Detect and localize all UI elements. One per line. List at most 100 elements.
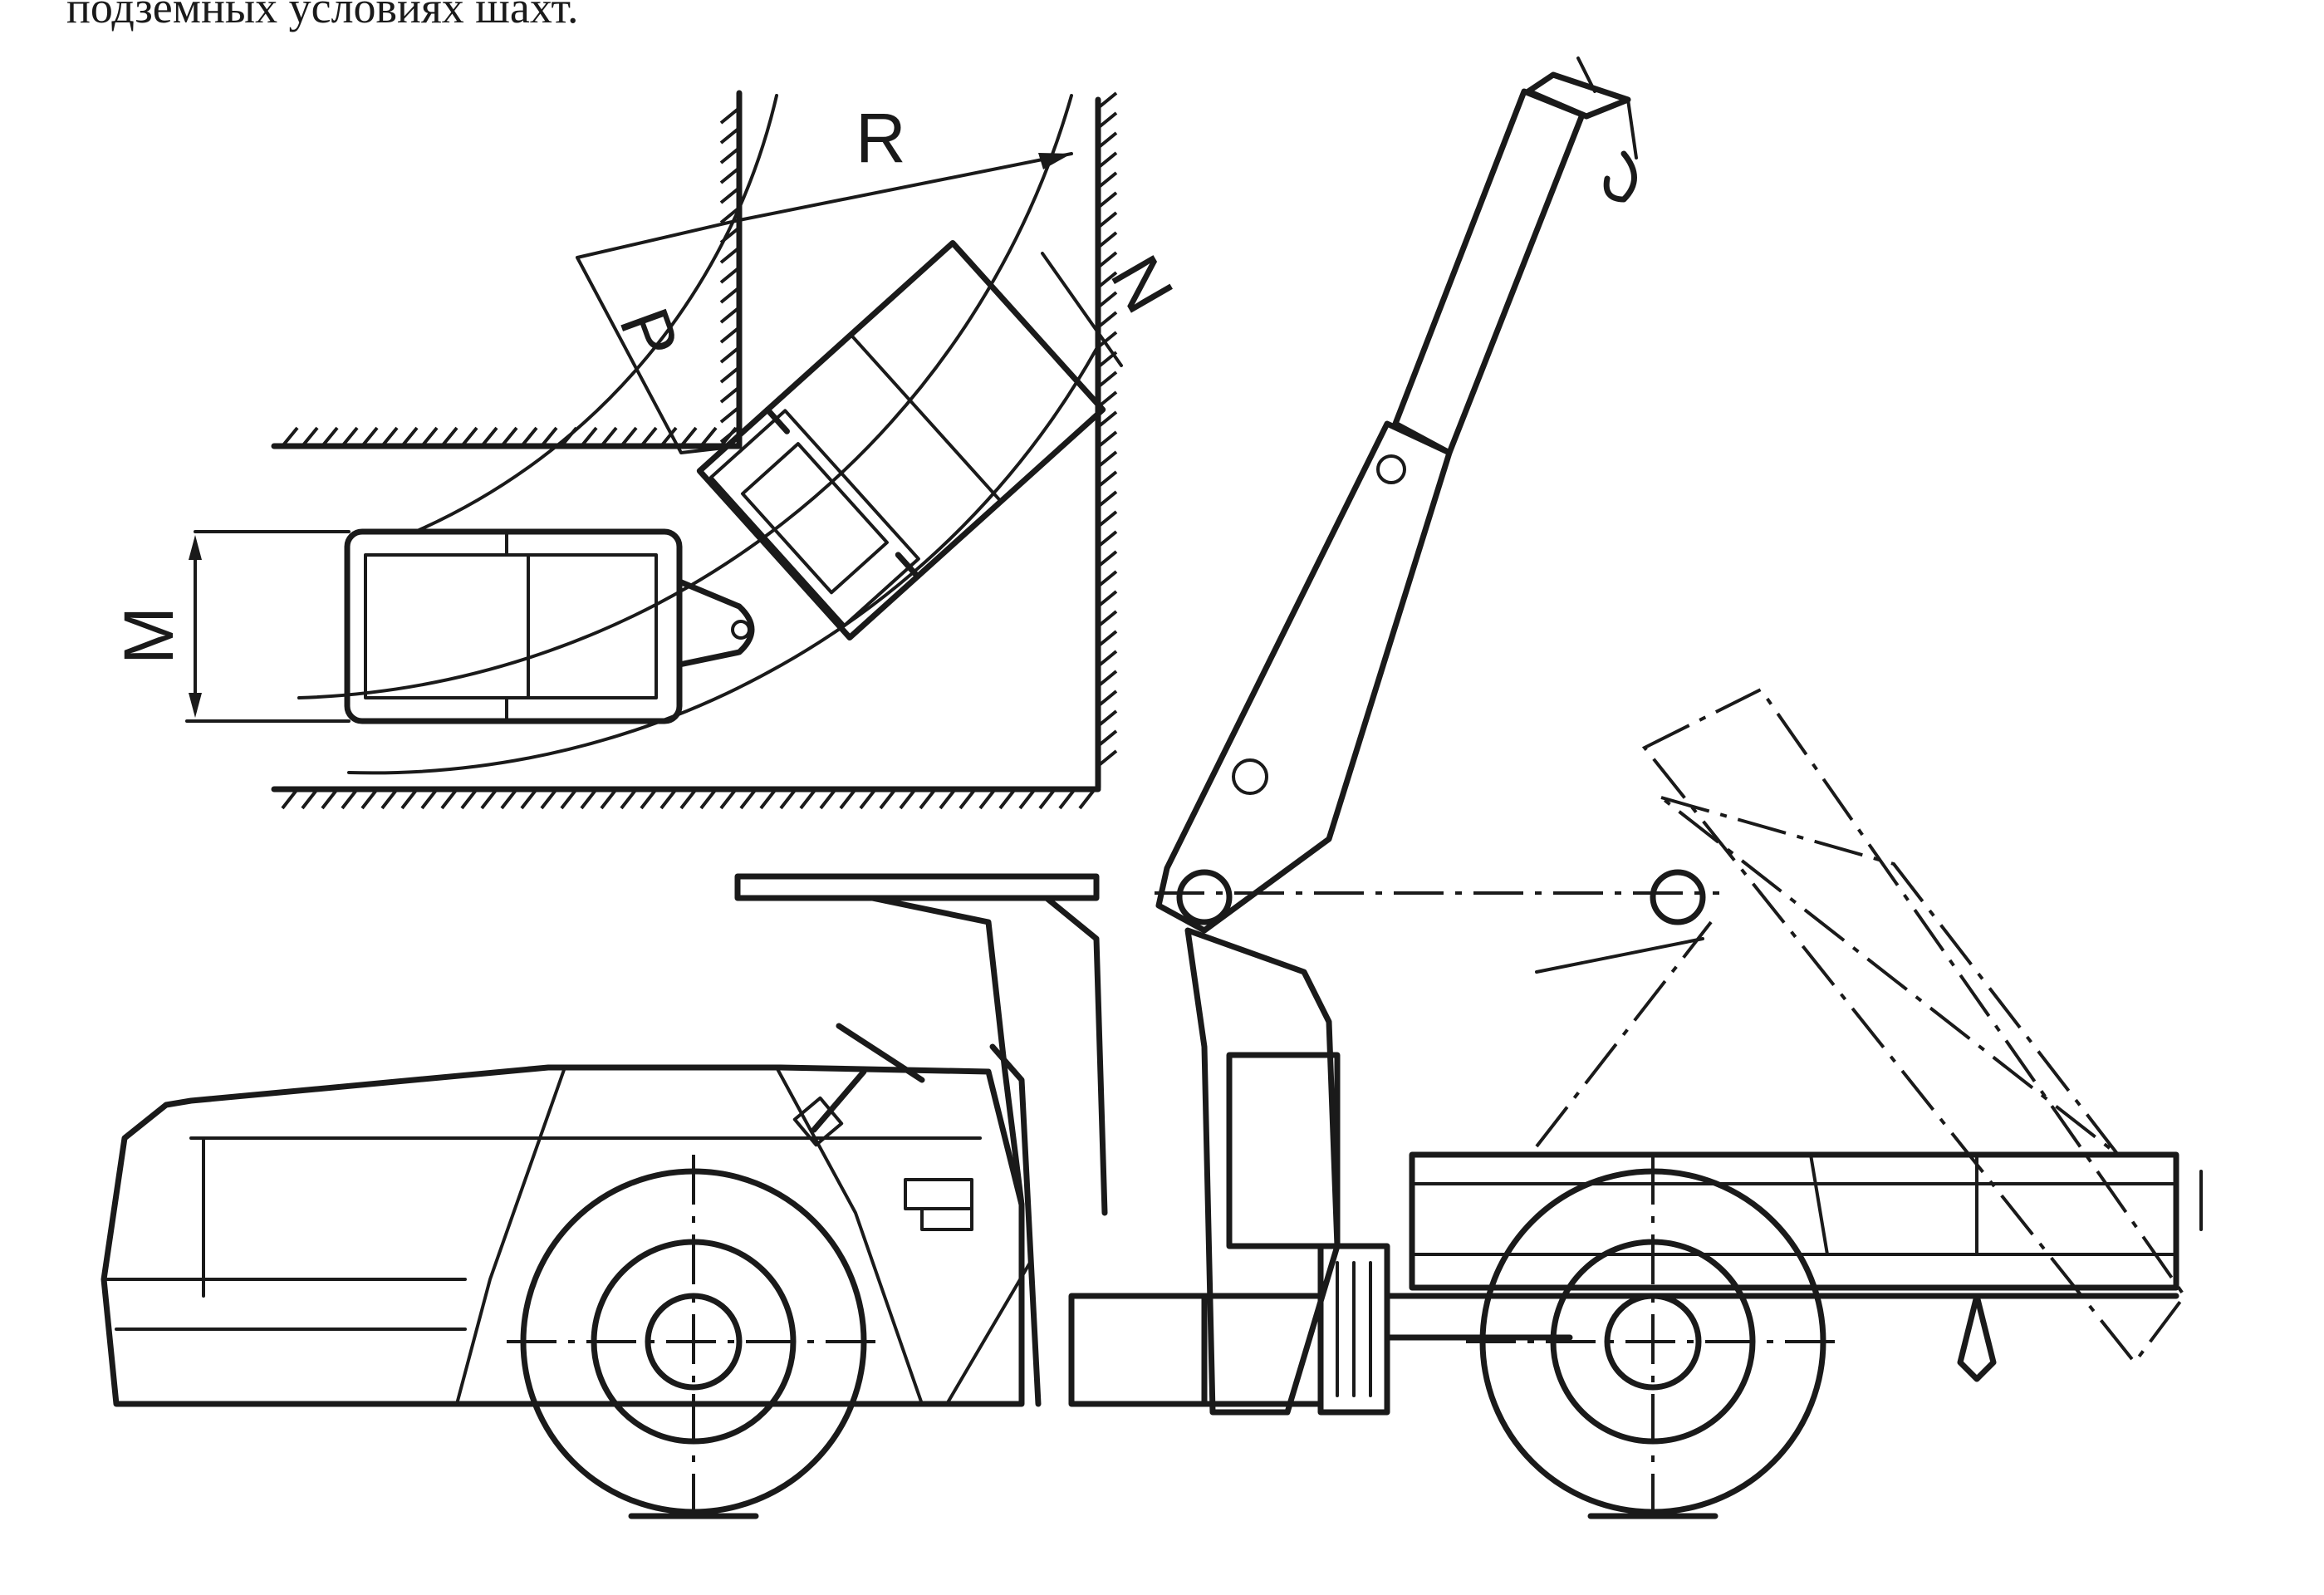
wall-hatch-mark [1096,670,1118,688]
wall-hatch-mark [699,788,718,810]
wall-hatch-mark [679,426,698,448]
wall-hatch-mark [719,425,741,444]
wall-hatch-mark [1096,570,1118,588]
wall-hatch-mark [321,426,339,448]
wall-hatch-mark [380,788,399,810]
turning-radius-arcs [297,94,1098,775]
wall-hatch-mark [719,186,741,204]
wall-hatch-mark [1096,510,1118,528]
wall-hatch-mark [978,788,997,810]
wall-hatch-mark [480,788,498,810]
wall-hatch-mark [1096,430,1118,449]
wall-hatch-mark [1096,749,1118,768]
crane-boom [1155,56,1719,934]
wall-hatch-mark [719,286,741,304]
wall-hatch-mark [600,426,618,448]
wall-hatch-mark [360,426,379,448]
wall-hatch-mark [719,246,741,264]
wall-hatch-mark [719,266,741,284]
wall-hatch-mark [1096,690,1118,708]
wall-hatch-mark [1096,470,1118,488]
wall-hatch-mark [739,788,758,810]
wall-hatch-mark [1096,450,1118,469]
caption-text: подземных условиях шахт. [66,0,579,32]
dimension-n: N [1041,243,1189,367]
wall-hatch-mark [440,426,458,448]
wall-hatch-mark [520,788,538,810]
wall-hatch-mark [600,788,618,810]
wall-hatch-mark [1096,311,1118,329]
wall-hatch-mark [321,788,339,810]
wall-hatch-mark [580,426,598,448]
wall-hatch-mark [759,788,777,810]
wall-hatch-mark [959,788,977,810]
wall-hatch-mark [699,426,718,448]
wall-hatch-mark [1096,709,1118,728]
wall-hatch-mark [799,788,817,810]
rear-wheel [1466,1155,1840,1519]
wall-hatch-mark [640,788,658,810]
wall-hatch-mark [1096,371,1118,389]
dimension-m: M [110,530,351,723]
side-view [101,56,2203,1519]
wall-hatch-mark [400,426,419,448]
plan-view: R P N M [110,90,1189,810]
wall-hatch-mark [580,788,598,810]
wall-hatch-mark [719,385,741,404]
wall-hatch-mark [1018,788,1037,810]
trailer-frame [1384,1151,2203,1382]
wall-hatch-mark [620,788,638,810]
wall-hatch-mark [1096,251,1118,269]
wall-hatch-mark [460,788,478,810]
wall-hatch-mark [640,426,658,448]
wall-hatch-mark [380,426,399,448]
wall-hatch-mark [281,426,299,448]
wall-hatch-mark [1096,91,1118,110]
wall-hatch-mark [1096,211,1118,229]
steering-wheel-icon [792,1023,925,1147]
dimension-p-label: P [605,298,694,369]
wall-hatch-mark [1096,191,1118,209]
front-wheel [507,1155,880,1519]
wall-hatch-mark [1096,610,1118,628]
wall-hatch-mark [1096,111,1118,130]
wall-hatch-mark [839,788,857,810]
wall-hatch-mark [998,788,1017,810]
wall-hatch-mark [360,788,379,810]
wall-hatch-mark [1096,231,1118,249]
wall-hatch-mark [719,366,741,384]
wall-hatch-mark [819,788,837,810]
wall-hatching [281,91,1118,810]
wall-hatch-mark [719,788,738,810]
wall-hatch-mark [1096,291,1118,309]
tipping-body [1535,687,2187,1366]
tractor-body [101,1043,1042,1407]
wall-hatch-mark [460,426,478,448]
wall-hatch-mark [500,788,518,810]
wall-hatch-mark [281,788,299,810]
wall-hatch-mark [1096,490,1118,508]
wall-hatch-mark [859,788,877,810]
wall-hatch-mark [719,405,741,424]
wall-hatch-mark [659,426,678,448]
wall-hatch-mark [520,426,538,448]
wall-hatch-mark [919,788,937,810]
wall-hatch-mark [779,788,797,810]
wall-hatch-mark [560,788,578,810]
tractor-unit-plan [344,528,755,724]
dimension-n-label: N [1096,243,1189,326]
wall-hatch-mark [400,788,419,810]
wall-hatch-mark [719,326,741,344]
wall-hatch-mark [1096,630,1118,648]
wall-hatch-mark [1038,788,1057,810]
wall-hatch-mark [480,426,498,448]
wall-hatch-mark [719,346,741,364]
wall-hatch-mark [1096,171,1118,189]
wall-hatch-mark [420,426,439,448]
wall-hatch-mark [659,788,678,810]
wall-hatch-mark [719,106,741,125]
wall-hatch-mark [1096,131,1118,150]
dimension-r-label: R [856,99,906,177]
wall-hatch-mark [719,206,741,224]
